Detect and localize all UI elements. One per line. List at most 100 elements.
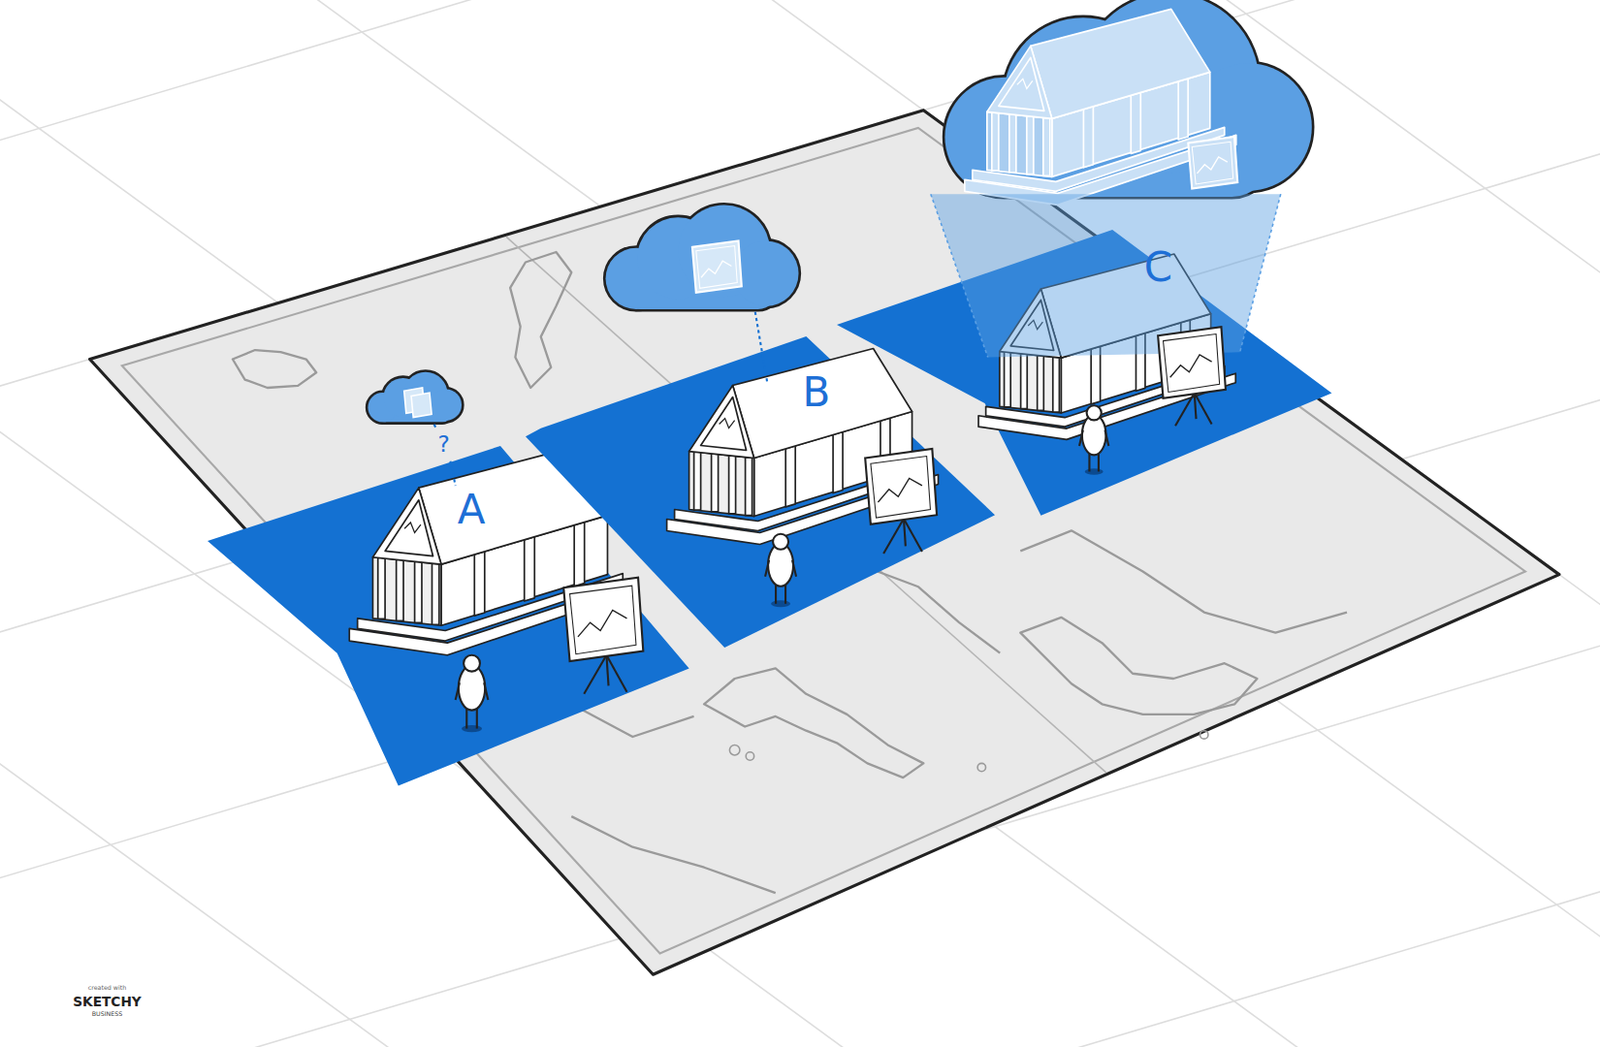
map-illustration-part	[696, 246, 737, 289]
node-layer-part	[719, 418, 736, 429]
map-illustration-part	[64, 0, 1600, 1047]
question-mark: ?	[438, 433, 450, 456]
light-beam	[930, 193, 1281, 357]
map-illustration-part	[510, 252, 572, 388]
node-layer-part	[395, 559, 403, 621]
map-illustration-part	[733, 240, 799, 306]
cloud-outline	[944, 0, 1312, 197]
map-illustration-part	[1200, 731, 1209, 739]
panel-shape	[836, 229, 1332, 516]
node-layer-part	[1003, 352, 1011, 408]
easel-board	[563, 577, 643, 695]
node-layer-part	[903, 518, 923, 552]
node-layer-part	[461, 725, 482, 733]
beam-edge	[930, 193, 989, 357]
node-layer-part	[574, 522, 585, 587]
node-layer-part	[1170, 354, 1213, 378]
map-illustration-part	[704, 668, 924, 778]
cloud-outline	[367, 372, 462, 423]
watermark: created with	[88, 985, 127, 992]
map-illustration-part	[729, 744, 740, 756]
map-illustration-part	[411, 392, 432, 417]
map-illustration-part	[1083, 106, 1093, 168]
temple-building	[964, 8, 1237, 205]
cloud-fill	[606, 205, 800, 310]
node-layer-part	[454, 682, 459, 701]
node-layer-part	[1175, 392, 1195, 426]
beam-edge	[1240, 193, 1281, 352]
person-figure	[1079, 405, 1109, 476]
node-layer-part	[1104, 430, 1109, 447]
map-illustration-part	[998, 57, 1045, 111]
map-illustration-part	[1020, 617, 1257, 715]
map-illustration-part	[977, 763, 986, 771]
node-layer-part	[1157, 326, 1226, 398]
panel-shape	[525, 336, 995, 648]
map-illustration-part	[1191, 141, 1233, 185]
node-layer-part	[770, 601, 791, 608]
panel-letter: A	[457, 489, 486, 531]
large-cloud	[944, 0, 1312, 205]
easel-board	[692, 240, 742, 293]
map-illustration-part	[1009, 114, 1017, 173]
node-layer-part	[792, 560, 797, 577]
building-panel: B	[525, 336, 995, 648]
node-layer-part	[384, 500, 433, 557]
node-layer-part	[1086, 405, 1101, 420]
node-layer-part	[1194, 392, 1213, 424]
map-illustration-part	[571, 816, 775, 894]
map-illustration-part	[430, 389, 462, 421]
map-illustration-part	[90, 110, 1560, 976]
map-illustration-part	[1020, 530, 1347, 633]
dotted-link	[433, 424, 437, 430]
map-illustration-part	[745, 752, 754, 761]
node-layer-part	[711, 453, 719, 512]
node-layer-part	[1020, 353, 1027, 410]
person-figure	[765, 534, 797, 608]
small-cloud	[367, 372, 462, 423]
node-layer-part	[1079, 430, 1084, 447]
node-layer-part	[785, 446, 796, 508]
map-illustration-part	[877, 571, 1000, 653]
map-illustration-part	[987, 111, 1053, 177]
map-illustration-part	[992, 112, 999, 171]
node-layer-part	[745, 457, 753, 516]
node-layer-part	[583, 655, 607, 695]
node-layer-part	[701, 397, 747, 451]
map-illustration-part	[1178, 78, 1188, 140]
watermark: BUSINESS	[92, 1011, 123, 1018]
easel-board	[1157, 326, 1226, 426]
cloud-outline	[606, 205, 800, 310]
europe-map	[90, 110, 1560, 976]
node-layer-part	[577, 609, 628, 637]
cloud-fill	[944, 0, 1312, 197]
node-layer-part	[870, 456, 931, 518]
map-illustration-part	[1026, 116, 1034, 175]
dotted-link	[449, 461, 455, 486]
node-layer-part	[864, 448, 937, 525]
node-layer-part	[689, 451, 755, 517]
map-illustration-part	[122, 128, 1526, 954]
map-illustration-part	[987, 45, 1053, 119]
easel-board	[864, 448, 937, 554]
map-illustration-part	[0, 0, 1600, 987]
node-layer-part	[372, 487, 442, 565]
node-layer-part	[765, 560, 769, 577]
map-illustration-part	[0, 0, 1138, 1047]
node-layer-part	[404, 522, 421, 534]
node-layer-part	[999, 351, 1061, 413]
node-layer-part	[569, 585, 636, 655]
node-layer-part	[832, 432, 843, 494]
